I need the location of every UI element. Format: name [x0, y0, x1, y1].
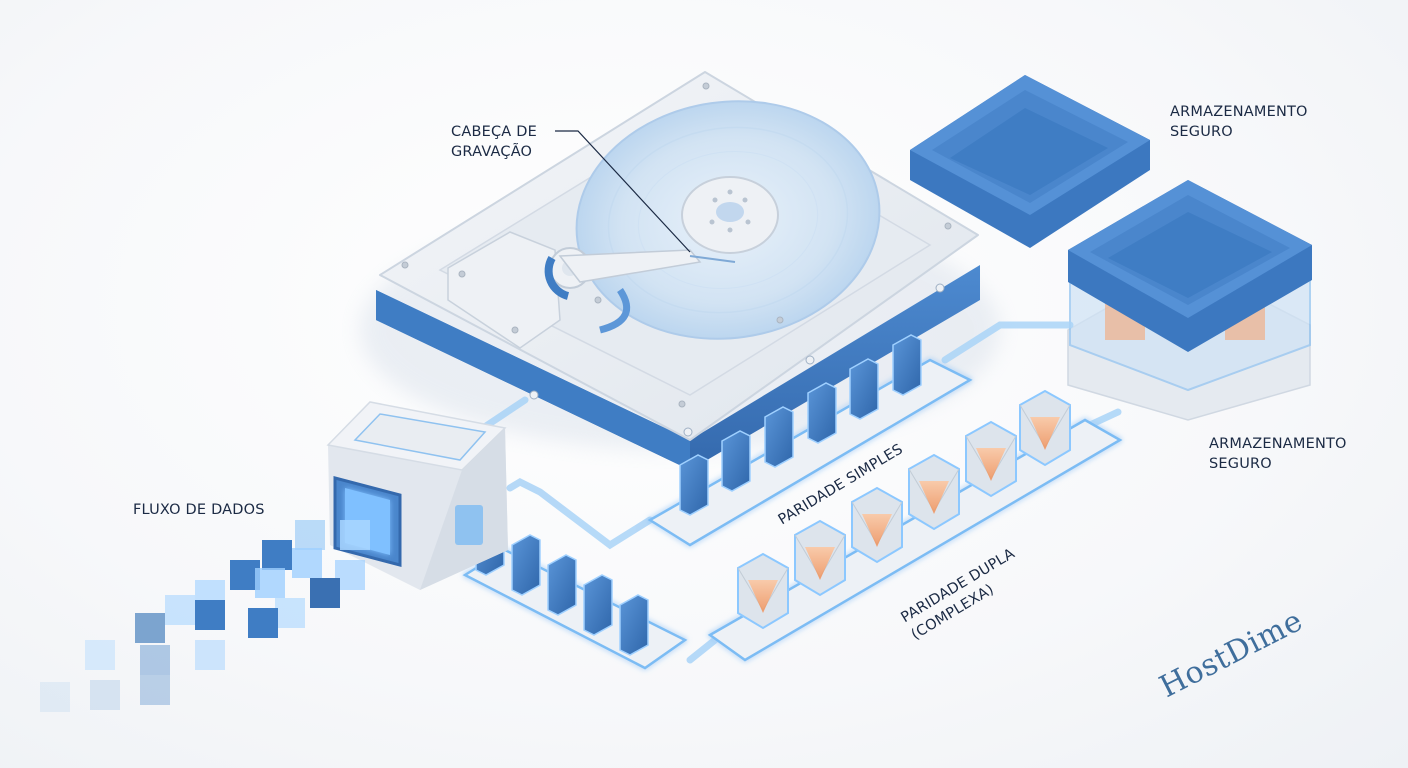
- double-parity-cubes: [737, 389, 1071, 630]
- secure-storage-top-line1: ARMAZENAMENTO: [1170, 104, 1308, 120]
- secure-storage-top-line2: SEGURO: [1170, 124, 1233, 140]
- secure-storage-bottom-line1: ARMAZENAMENTO: [1209, 436, 1347, 452]
- write-head-label-line2: GRAVAÇÃO: [451, 144, 533, 160]
- write-head-label-line1: CABEÇA DE: [451, 124, 537, 140]
- secure-storage-label-top: ARMAZENAMENTO SEGURO: [1170, 102, 1308, 142]
- storage-tray-top: [910, 75, 1150, 248]
- data-flow-label: FLUXO DE DADOS: [133, 502, 265, 518]
- storage-tray-stack: [1067, 180, 1312, 421]
- single-parity-array: [647, 334, 973, 547]
- secure-storage-label-bottom: ARMAZENAMENTO SEGURO: [1209, 434, 1347, 474]
- hard-drive: [360, 71, 1000, 470]
- write-head-leader-line: [555, 130, 691, 253]
- double-parity-array: [707, 389, 1123, 662]
- data-flow-cubes: [40, 520, 370, 712]
- secure-storage-bottom-line2: SEGURO: [1209, 456, 1272, 472]
- single-parity-blocks: [679, 334, 922, 516]
- write-head-label: CABEÇA DE GRAVAÇÃO: [451, 122, 537, 162]
